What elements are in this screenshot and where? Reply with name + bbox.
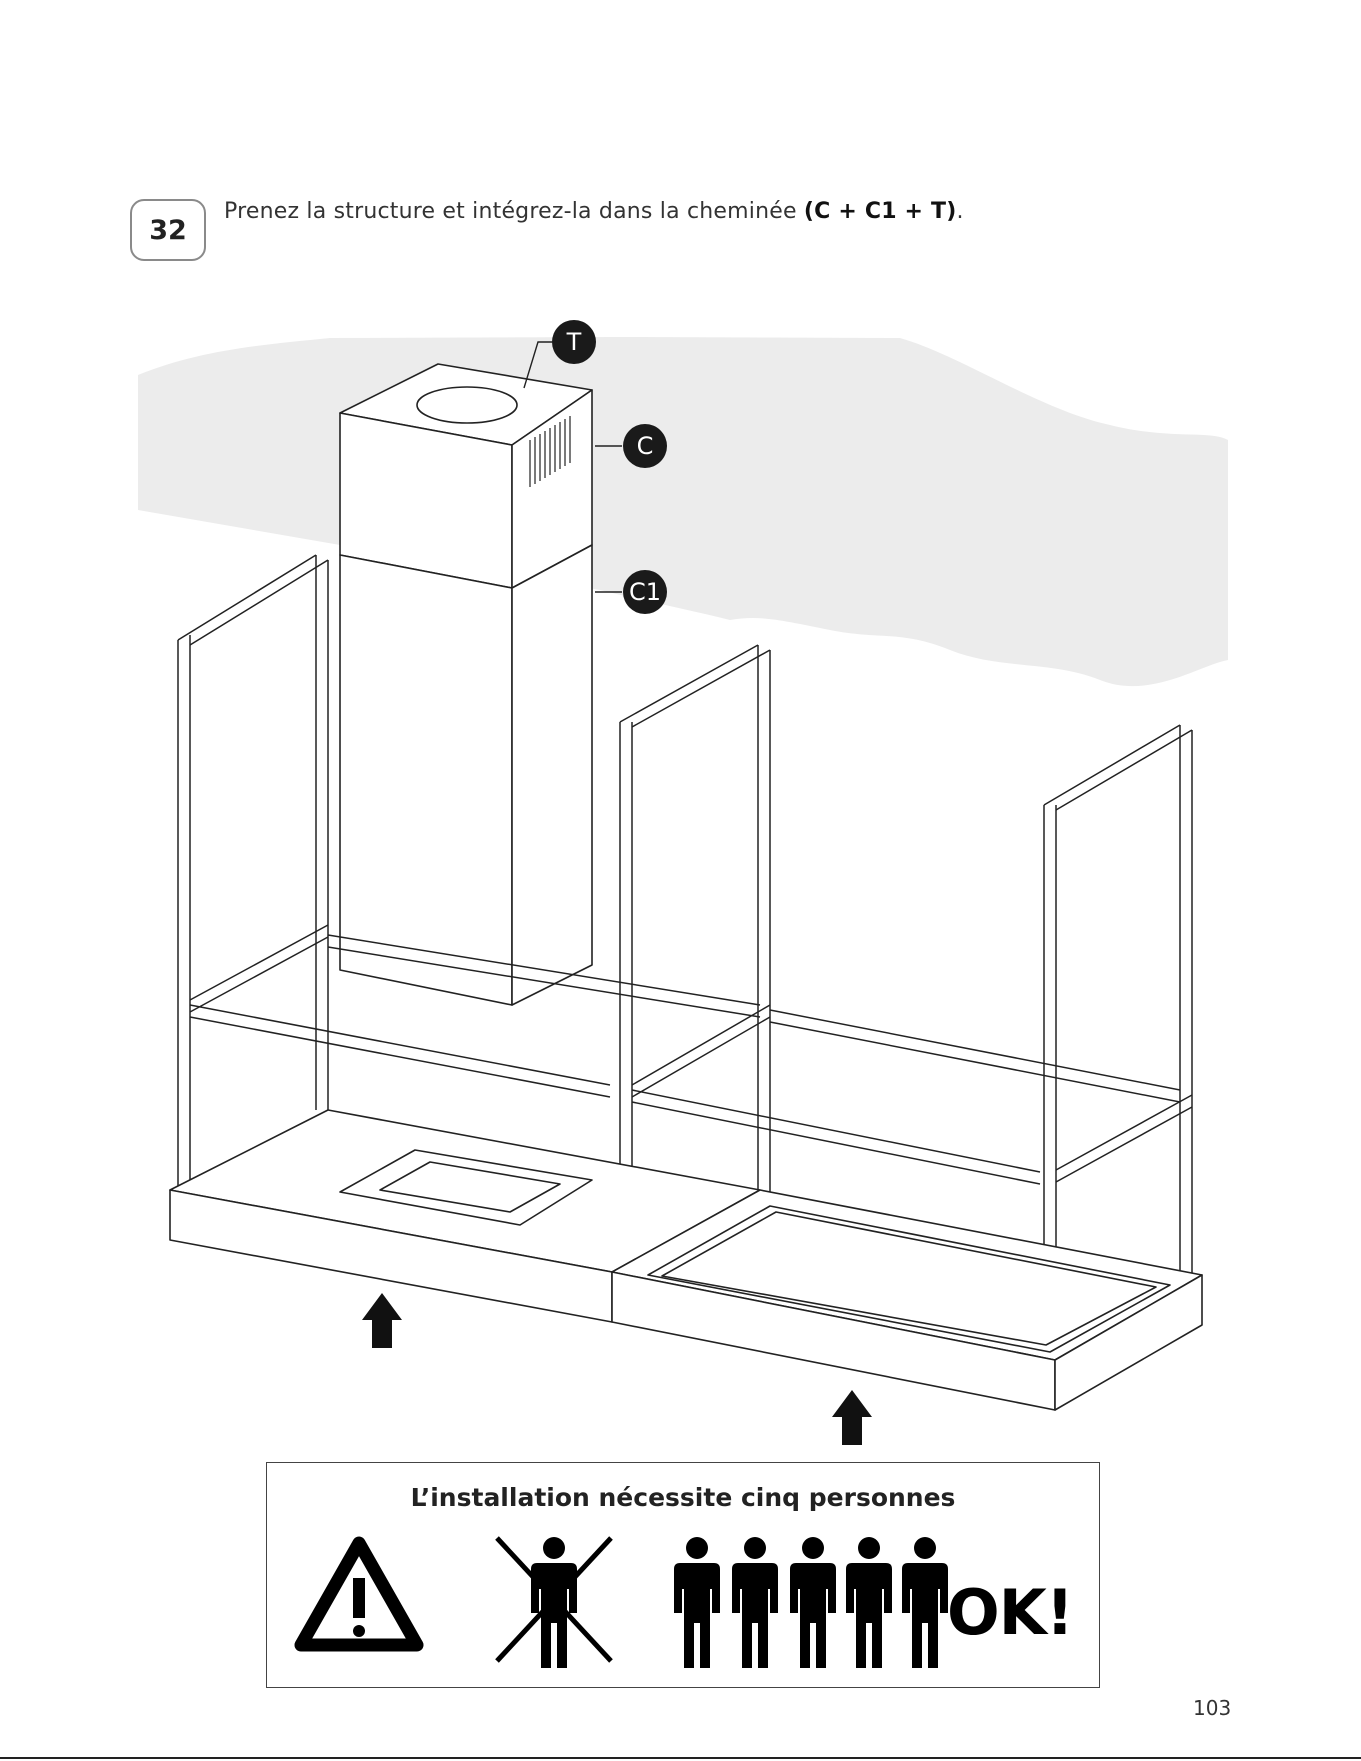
warning-triangle-icon	[301, 1543, 417, 1645]
callout-c1: C1	[623, 570, 667, 614]
callout-c-label: C	[637, 432, 654, 460]
person-icon	[846, 1537, 892, 1668]
chimney-top-hole	[417, 387, 517, 423]
callout-c1-label: C1	[629, 578, 661, 606]
callout-t-label: T	[567, 328, 582, 356]
person-icon	[902, 1537, 948, 1668]
chimney-c1-left-face	[340, 555, 512, 1005]
up-arrow-icon	[362, 1293, 402, 1348]
person-icon	[674, 1537, 720, 1668]
chimney-c1-right-face	[512, 545, 592, 1005]
warning-box: L’installation nécessite cinq personnes	[266, 1462, 1100, 1688]
person-icon	[790, 1537, 836, 1668]
crossed-out-person-icon	[497, 1537, 611, 1668]
up-arrow-icon	[832, 1390, 872, 1445]
wall-shade	[138, 337, 1228, 686]
callout-c: C	[623, 424, 667, 468]
bottom-rule	[0, 1757, 1361, 1759]
callout-t: T	[552, 320, 596, 364]
person-icon	[732, 1537, 778, 1668]
ok-label: OK!	[947, 1576, 1073, 1649]
page-number: 103	[1193, 1696, 1231, 1720]
